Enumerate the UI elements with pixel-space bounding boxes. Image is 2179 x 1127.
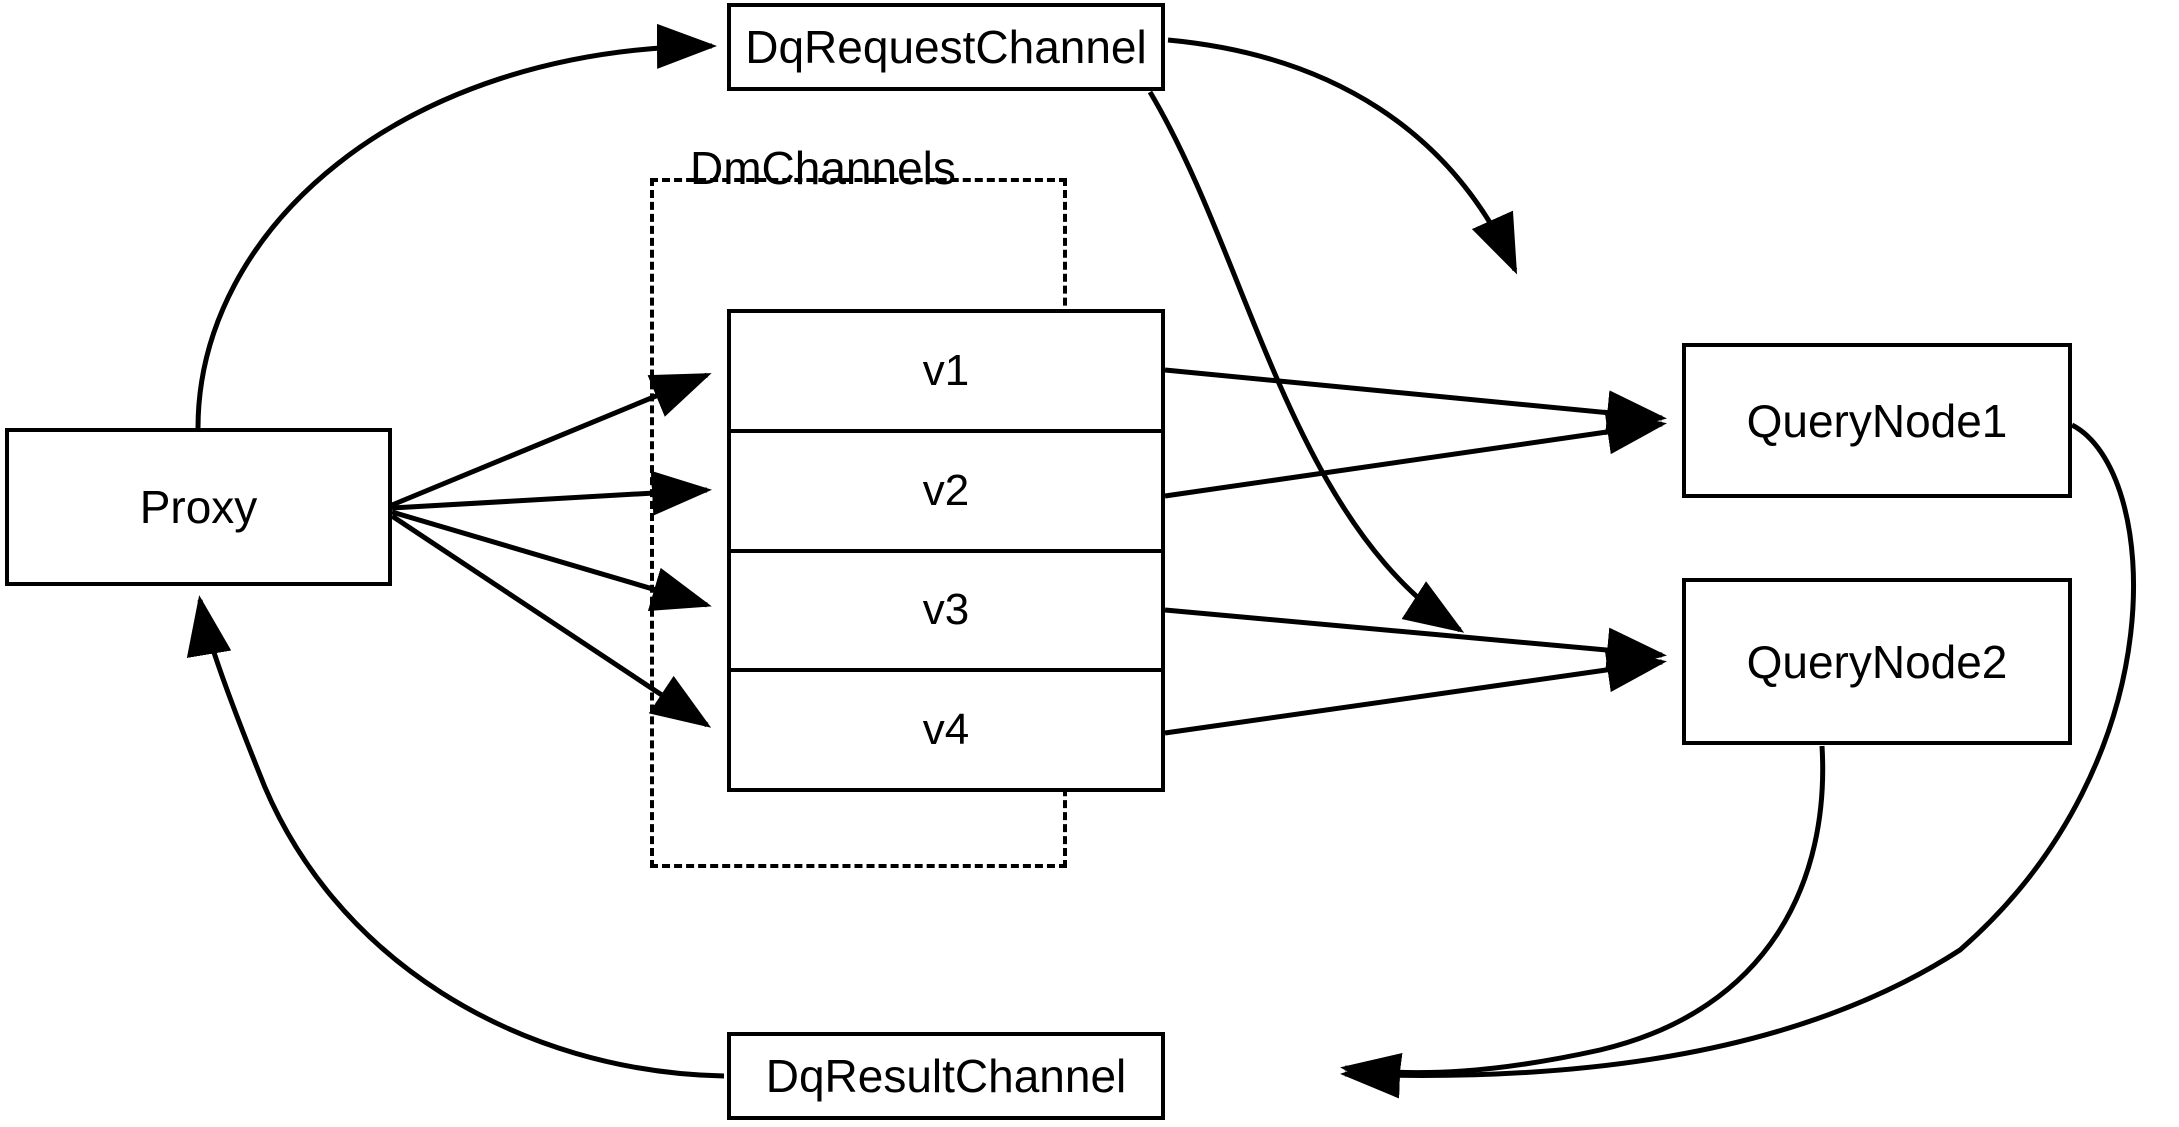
edge-v3-to-querynode2 [1164, 607, 1667, 673]
channel-row-v2[interactable]: v2 [731, 432, 1161, 553]
edge-proxy-to-v1 [391, 372, 712, 508]
node-query-node-1[interactable]: QueryNode1 [1682, 343, 2072, 498]
group-dm-channels-label: DmChannels [690, 142, 956, 194]
node-query-node-2-label: QueryNode2 [1746, 635, 2008, 688]
node-proxy[interactable]: Proxy [5, 428, 392, 586]
channel-row-v4[interactable]: v4 [731, 672, 1161, 788]
edge-proxy-to-dqrequestchannel [195, 23, 717, 429]
channel-row-v1[interactable]: v1 [731, 313, 1161, 433]
node-dq-request-channel[interactable]: DqRequestChannel [727, 3, 1165, 91]
edge-proxy-to-v2 [391, 470, 712, 516]
edge-v2-to-querynode1 [1164, 409, 1667, 499]
edge-v1-to-querynode1 [1164, 367, 1667, 436]
node-query-node-2[interactable]: QueryNode2 [1682, 578, 2072, 745]
edge-dqrequestchannel-to-querynode2 [1147, 90, 1465, 633]
node-dq-result-channel[interactable]: DqResultChannel [727, 1032, 1165, 1120]
node-dq-request-channel-label: DqRequestChannel [745, 21, 1147, 73]
edge-proxy-to-v4 [390, 513, 712, 728]
edge-querynode2-to-dqresultchannel [1340, 745, 1826, 1098]
edge-proxy-to-v3 [391, 509, 712, 612]
edge-v4-to-querynode2 [1164, 647, 1667, 736]
edge-querynode1-to-dqresultchannel [1340, 422, 2136, 1099]
channel-row-v3[interactable]: v3 [731, 552, 1161, 673]
node-proxy-label: Proxy [139, 481, 258, 533]
edge-dqresultchannel-to-proxy [186, 595, 725, 1079]
channel-table: v1 v2 v3 v4 [727, 309, 1165, 792]
edge-dqrequestchannel-to-querynode1 [1167, 37, 1518, 275]
node-dq-result-channel-label: DqResultChannel [765, 1050, 1127, 1102]
node-query-node-1-label: QueryNode1 [1746, 394, 2008, 447]
